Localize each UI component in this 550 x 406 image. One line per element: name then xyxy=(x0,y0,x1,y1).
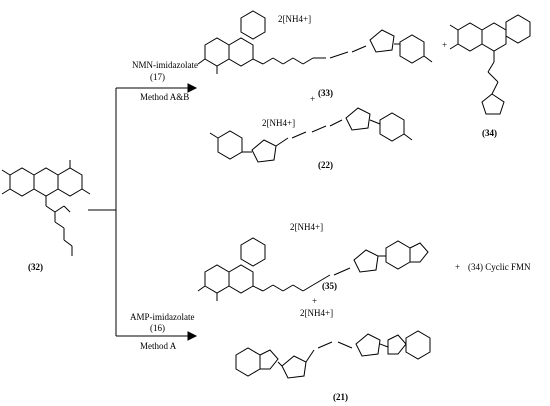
compound-32-label: (32) xyxy=(28,262,43,272)
compound-21-counterion: 2[NH4+] xyxy=(300,308,334,318)
compound-22-label: (22) xyxy=(318,160,333,170)
top-reagent-number: (17) xyxy=(150,72,165,82)
top-reagent-method: Method A&B xyxy=(140,92,190,102)
compound-35-structure xyxy=(197,237,429,301)
compound-35-label: (35) xyxy=(322,281,337,291)
compound-33-counterion: 2[NH4+] xyxy=(278,14,312,24)
plus-sign-2: + xyxy=(310,94,316,104)
plus-sign-1: + xyxy=(442,40,448,50)
bottom-reagent-number: (16) xyxy=(150,323,165,333)
bottom-reagent-name: AMP-imidazolate xyxy=(130,312,195,322)
compound-33-structure xyxy=(197,10,433,74)
compound-34-structure xyxy=(449,14,531,115)
compound-22-structure xyxy=(209,107,413,163)
top-reagent-name: NMN-imidazolate xyxy=(132,60,198,70)
compound-32-structure xyxy=(1,160,91,256)
compound-35-counterion: 2[NH4+] xyxy=(290,222,324,232)
compound-21-label: (21) xyxy=(333,392,348,402)
compound-22-counterion: 2[NH4+] xyxy=(262,118,296,128)
compound-34-label: (34) xyxy=(482,128,497,138)
plus-sign-4: + xyxy=(312,296,318,306)
bottom-reagent-method: Method A xyxy=(140,341,177,351)
cyclic-fmn-label: (34) Cyclic FMN xyxy=(468,262,531,272)
compound-33-label: (33) xyxy=(318,88,333,98)
compound-21-structure xyxy=(235,330,431,379)
plus-sign-3: + xyxy=(455,262,461,272)
reaction-arrows xyxy=(88,83,198,341)
